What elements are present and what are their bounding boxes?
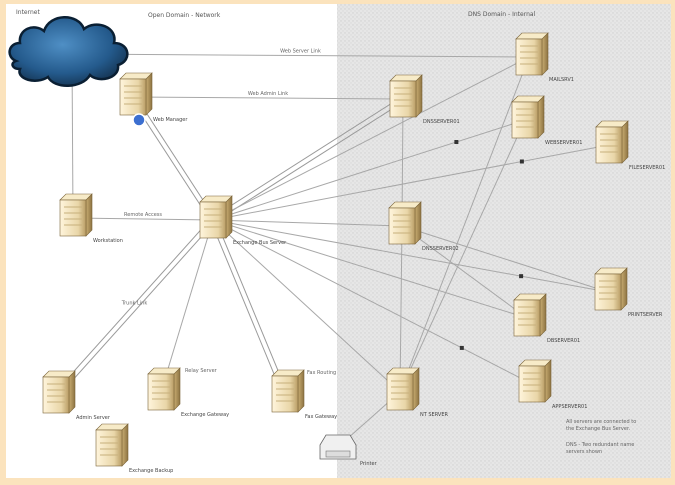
left-zone-label: Open Domain - Network	[148, 12, 221, 19]
connection-line	[212, 219, 403, 227]
node-label: FILESERVER01	[629, 165, 665, 171]
node-label: Workstation	[93, 238, 123, 244]
node-label: Printer	[360, 461, 378, 467]
connection-line	[212, 56, 530, 221]
globe-badge-icon	[132, 113, 146, 127]
connection-line: Trunk Link	[53, 217, 216, 398]
junction-marker	[454, 140, 459, 144]
connection-line	[212, 144, 610, 221]
connection-line	[399, 225, 403, 393]
server-icon	[42, 370, 76, 414]
node-label: WEBSERVER01	[545, 140, 582, 146]
junction-marker	[519, 274, 524, 279]
server-icon	[119, 72, 153, 116]
server-icon	[518, 359, 552, 403]
connection-line	[212, 219, 533, 385]
server-icon	[515, 32, 549, 76]
node-label: NT SERVER	[420, 412, 448, 418]
legend: All servers are connected to the Exchang…	[566, 419, 636, 455]
node-label: DNSSERVER01	[423, 119, 460, 125]
node-label: PRINTSERVER	[628, 312, 663, 318]
node-label: Fax Gateway	[305, 414, 337, 420]
connection-label: Trunk Link	[121, 301, 148, 307]
server-icon	[595, 120, 629, 164]
connection-line	[211, 96, 405, 223]
connection-line	[212, 219, 401, 393]
server-icon	[147, 367, 181, 411]
right-zone-label: DNS Domain - Internal	[468, 11, 536, 18]
node-label: Admin Server	[76, 415, 111, 421]
node-label: Exchange Bus Server	[233, 240, 287, 246]
connection-line: Web Server Link	[71, 49, 530, 58]
connection-line	[212, 219, 609, 293]
connection-label: Web Admin Link	[248, 91, 288, 97]
legend-line: the Exchange Bus Server.	[566, 426, 631, 432]
connection-line	[212, 119, 526, 221]
connection-line	[399, 119, 526, 393]
connection-line: Web Admin Link	[132, 91, 404, 100]
node-label: DBSERVER01	[547, 338, 580, 344]
legend-line: servers shown	[566, 449, 602, 455]
node-label: Exchange Gateway	[181, 412, 229, 418]
b2-note: Relay Server	[185, 368, 218, 374]
server-icon	[594, 267, 628, 311]
server-icon	[388, 201, 422, 245]
legend-line: All servers are connected to	[566, 419, 636, 425]
server-icon	[386, 367, 420, 411]
server-icon	[271, 369, 305, 413]
internet-label: Internet	[16, 9, 40, 16]
legend-line: DNS - Two redundant name	[566, 442, 634, 448]
connection-line	[399, 56, 530, 393]
connection-label: Web Server Link	[280, 49, 321, 55]
printer-icon	[319, 434, 357, 460]
node-label: MAILSRV1	[549, 77, 574, 83]
connection-line	[401, 225, 609, 293]
node-label: Exchange Backup	[129, 468, 173, 474]
connection-line: Remote Access	[72, 212, 214, 221]
connection-line	[210, 218, 288, 396]
connection-label: Remote Access	[124, 212, 162, 218]
server-icon	[513, 293, 547, 337]
server-icon	[59, 193, 93, 237]
server-icon	[511, 95, 545, 139]
server-icon	[389, 74, 423, 118]
connection-line	[212, 219, 528, 319]
node-label: Web Manager	[153, 117, 188, 123]
server-icon	[95, 423, 129, 467]
junction-marker	[459, 345, 464, 350]
internet-cloud-icon	[8, 16, 129, 87]
b3-note: Fax Routing	[307, 370, 336, 376]
connection-line	[160, 219, 214, 393]
server-icon	[199, 195, 233, 239]
node-label: DNSSERVER02	[422, 246, 459, 252]
connection-line	[401, 225, 528, 319]
junction-marker	[519, 159, 524, 164]
node-label: APPSERVER01	[552, 404, 587, 410]
